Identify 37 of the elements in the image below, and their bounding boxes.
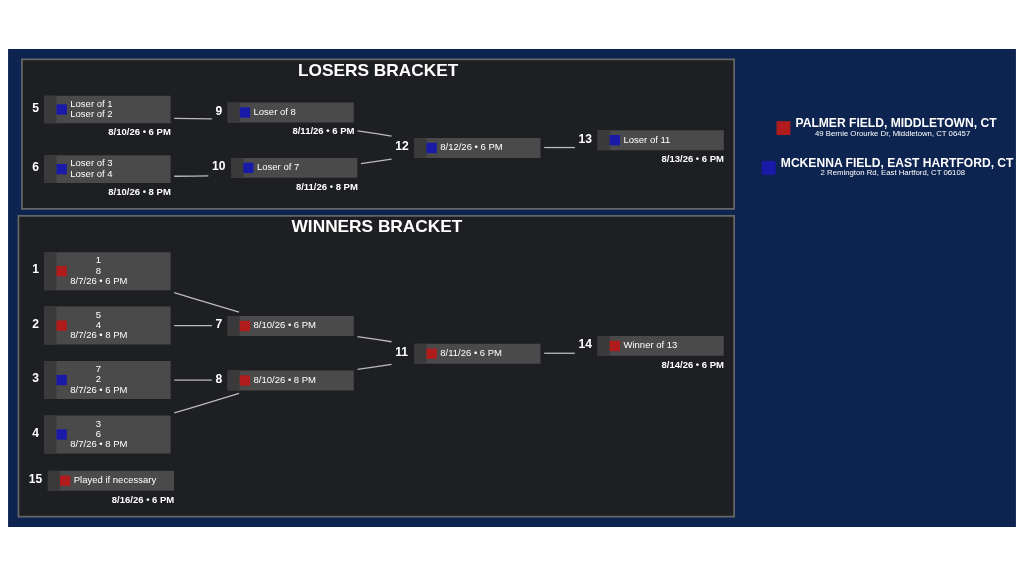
label: 49 Bernie Orourke Dr, Middletown, CT 06457 <box>814 128 971 138</box>
node-label: 8/10/26 • 8 PM <box>108 185 171 197</box>
node-label: 10 <box>212 159 226 174</box>
node-label: 1 <box>32 262 40 277</box>
connector <box>173 392 240 414</box>
legend-label: MCKENNA FIELD, EAST HARTFORD, CT <box>780 155 1014 170</box>
node-label: 8/11/26 • 8 PM <box>295 180 358 192</box>
node-label: 12 <box>395 139 409 154</box>
node-label: 11 <box>395 345 409 360</box>
connector <box>356 130 393 137</box>
connector <box>543 146 576 149</box>
node-label: 9 <box>215 103 223 118</box>
connector <box>356 363 393 371</box>
node-label: 7 <box>215 317 223 332</box>
connector <box>543 352 576 354</box>
node-label: 13 <box>578 131 593 146</box>
legend-label: PALMER FIELD, MIDDLETOWN, CT <box>795 115 997 130</box>
node-label: 8/16/26 • 6 PM <box>111 493 175 505</box>
connector <box>173 117 213 120</box>
node-label: 6 <box>32 160 40 175</box>
node-label: 8/10/26 • 6 PM <box>108 126 171 138</box>
connector <box>360 158 393 165</box>
node-label: 8/13/26 • 6 PM <box>661 153 725 165</box>
connector <box>356 335 393 343</box>
connector <box>173 175 209 177</box>
node-label: 8/11/26 • 6 PM <box>292 125 355 137</box>
connector <box>173 292 240 313</box>
node-label: 8 <box>215 371 223 386</box>
node-label: 5 <box>32 100 40 115</box>
node-label: 8/14/26 • 6 PM <box>661 358 725 370</box>
node-label: 3 <box>32 371 40 386</box>
node-label: 4 <box>32 425 40 440</box>
node-label: 2 <box>32 316 40 331</box>
node-label: 14 <box>578 337 593 352</box>
node-label: 15 <box>28 472 43 487</box>
connector <box>173 324 213 327</box>
connector <box>173 379 213 381</box>
